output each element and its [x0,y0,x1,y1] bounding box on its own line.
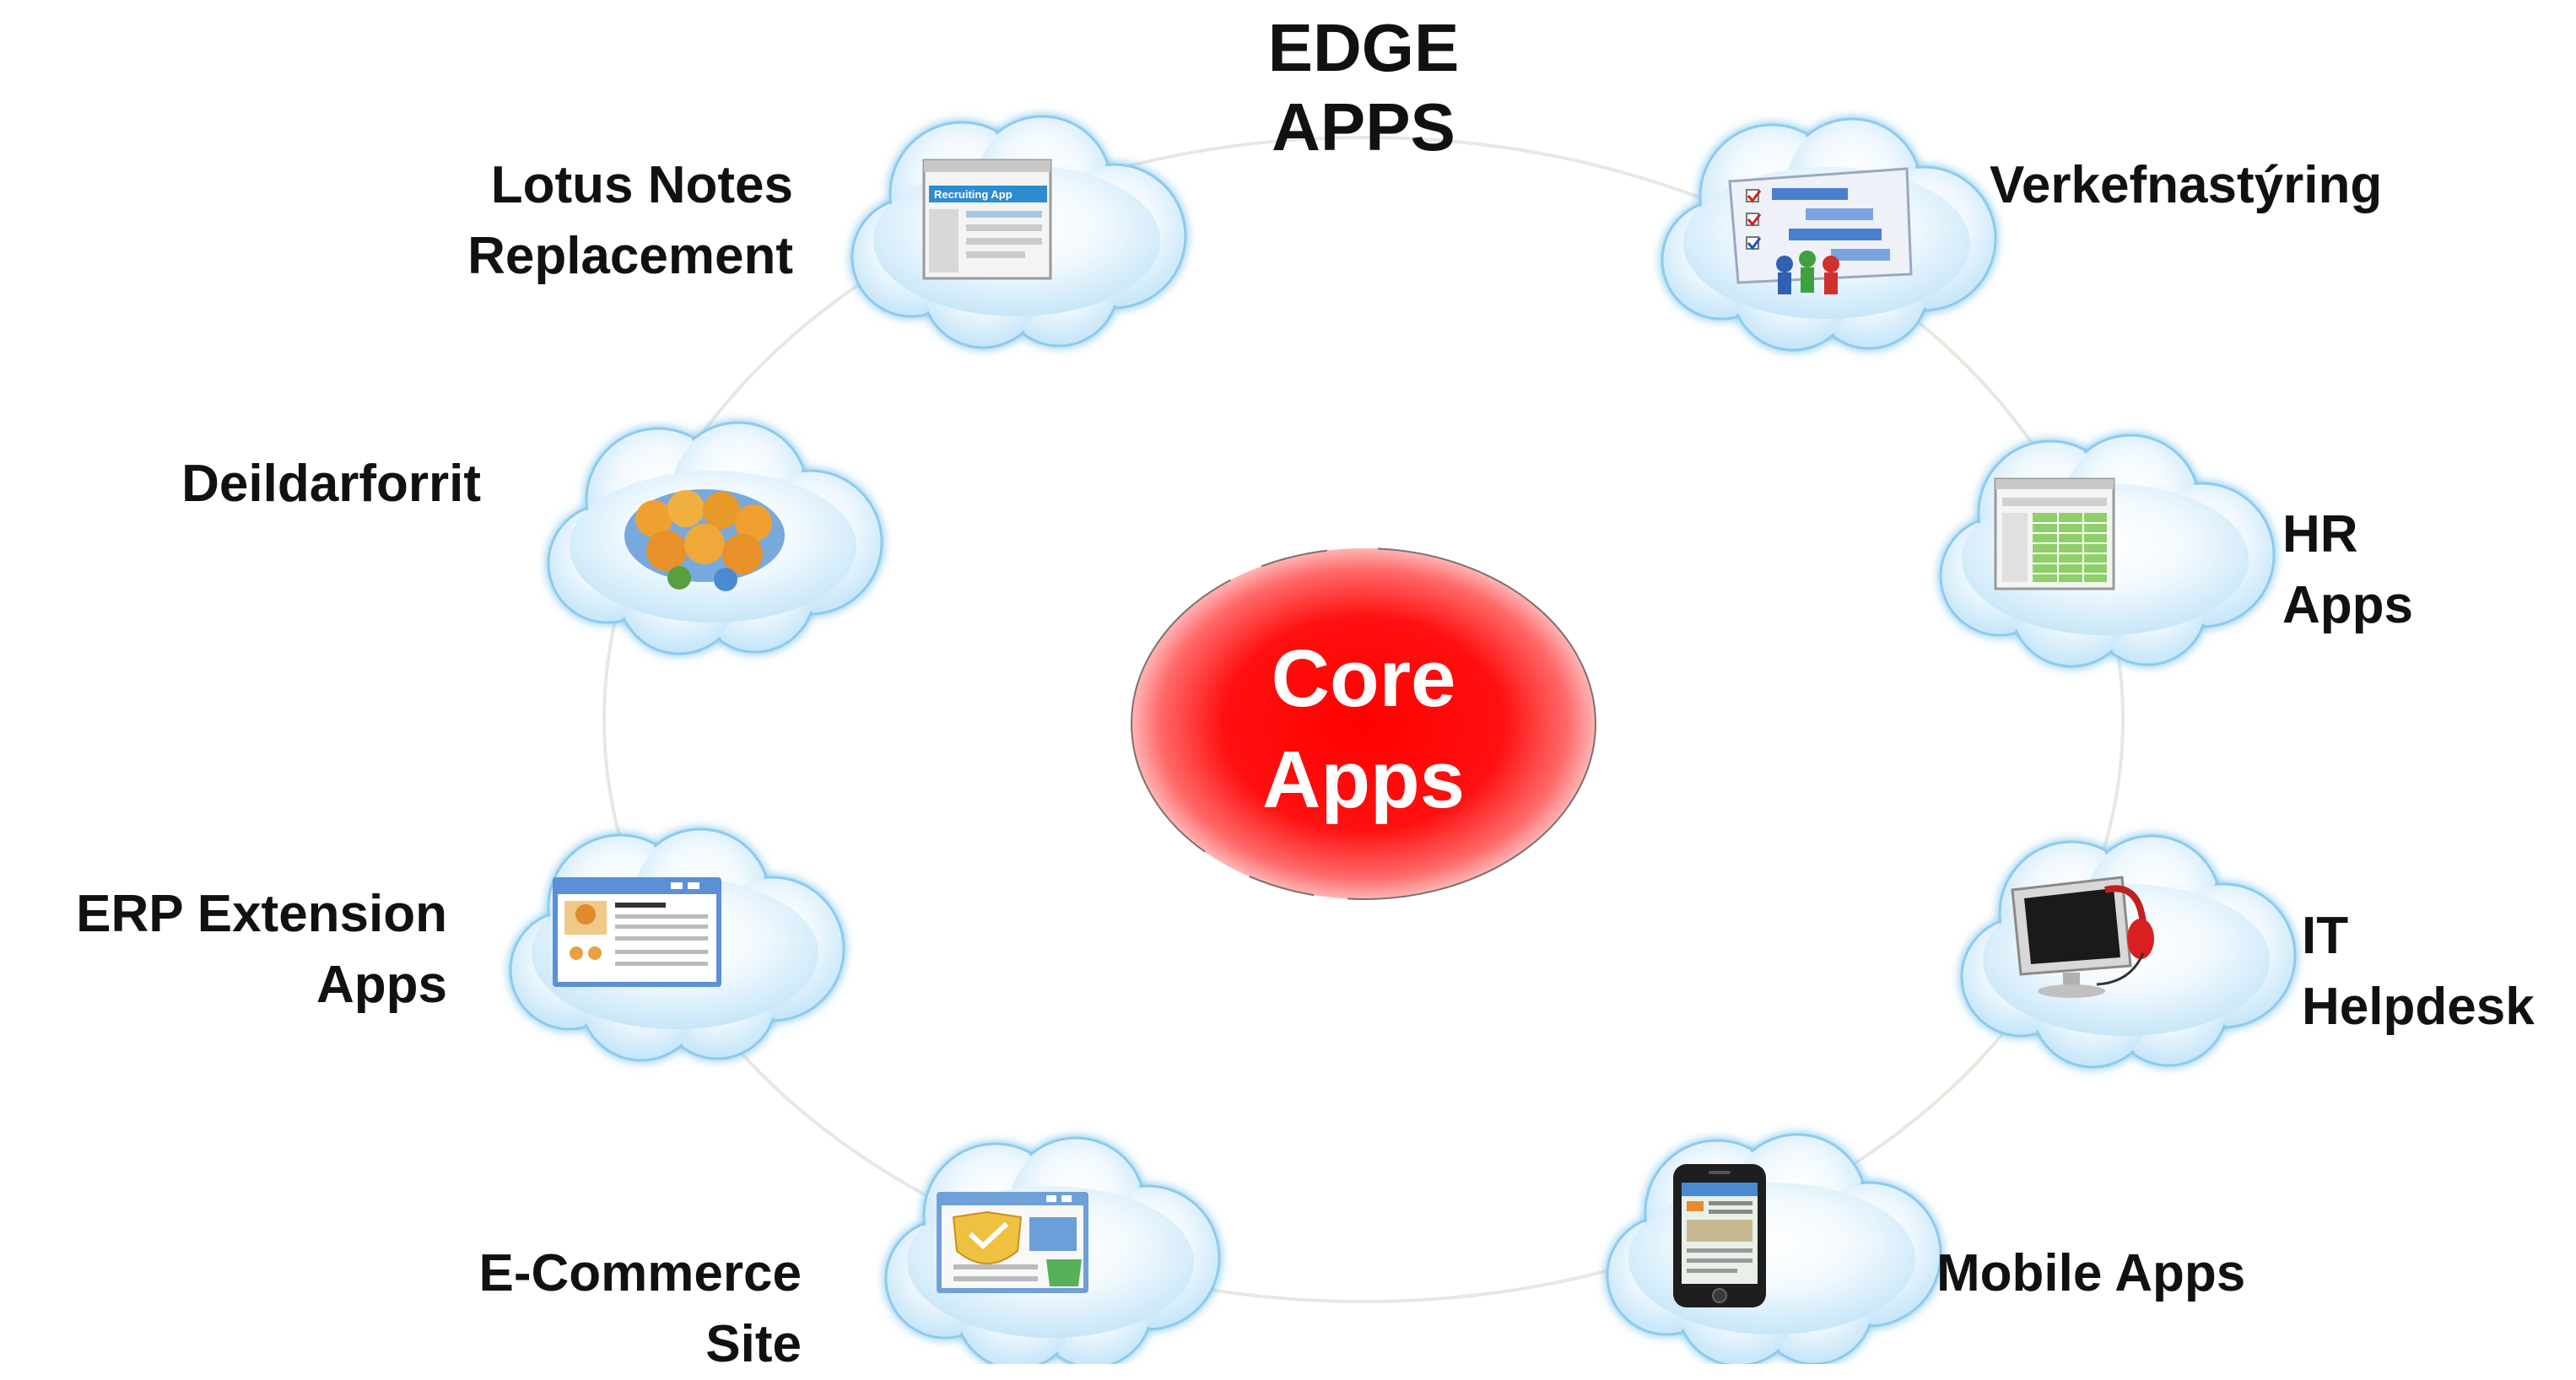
title-line-2: APPS [1272,89,1455,164]
label-hr-apps-line-1: HR [2282,505,2358,563]
label-verkefnastyring: Verkefnastýring [1990,150,2496,221]
label-lotus-notes-line-1: Lotus Notes [490,156,793,214]
label-e-commerce-line-2: Site [705,1315,802,1373]
people-group-icon [624,489,785,591]
label-mobile-apps: Mobile Apps [1936,1238,2358,1309]
smartphone-icon [1673,1164,1766,1307]
diagram-title: EDGE APPS [1195,8,1532,167]
spreadsheet-window-icon [1994,477,2115,590]
outer-ring [602,136,2125,1303]
label-erp-extension: ERP Extension Apps [17,879,447,1021]
core-line-1: Core [1271,633,1456,724]
core-ellipse [1131,548,1596,899]
label-mobile-apps-line-1: Mobile Apps [1936,1244,2246,1302]
project-gantt-chart-icon [1728,167,1913,294]
label-verkefnastyring-line-1: Verkefnastýring [1990,156,2383,214]
recruiting-app-window-icon: Recruiting App [922,159,1052,280]
label-hr-apps: HR Apps [2282,499,2535,641]
core-apps-label: Core Apps [1195,628,1532,831]
core-ellipse-outline [1131,547,1596,900]
label-erp-extension-line-2: Apps [316,956,447,1014]
label-erp-extension-line-1: ERP Extension [76,885,447,943]
cloud-mobile-apps [1607,1135,1941,1364]
label-it-helpdesk-line-2: Helpdesk [2302,978,2535,1036]
label-it-helpdesk: IT Helpdesk [2302,901,2572,1043]
title-line-1: EDGE [1267,10,1460,85]
profile-app-window-icon [553,877,721,987]
label-lotus-notes: Lotus Notes Replacement [371,150,793,292]
label-it-helpdesk-line-1: IT [2302,907,2349,965]
label-deildarforrit-line-1: Deildarforrit [181,455,481,513]
label-lotus-notes-line-2: Replacement [467,227,793,285]
label-hr-apps-line-2: Apps [2282,576,2413,634]
label-e-commerce: E-Commerce Site [380,1238,802,1380]
monitor-headset-icon [2011,876,2154,998]
recruiting-app-caption: Recruiting App [934,188,1013,201]
label-e-commerce-line-1: E-Commerce [478,1244,802,1302]
core-line-2: Apps [1262,735,1465,825]
label-deildarforrit: Deildarforrit [51,449,481,520]
shop-window-shield-icon [937,1192,1088,1293]
